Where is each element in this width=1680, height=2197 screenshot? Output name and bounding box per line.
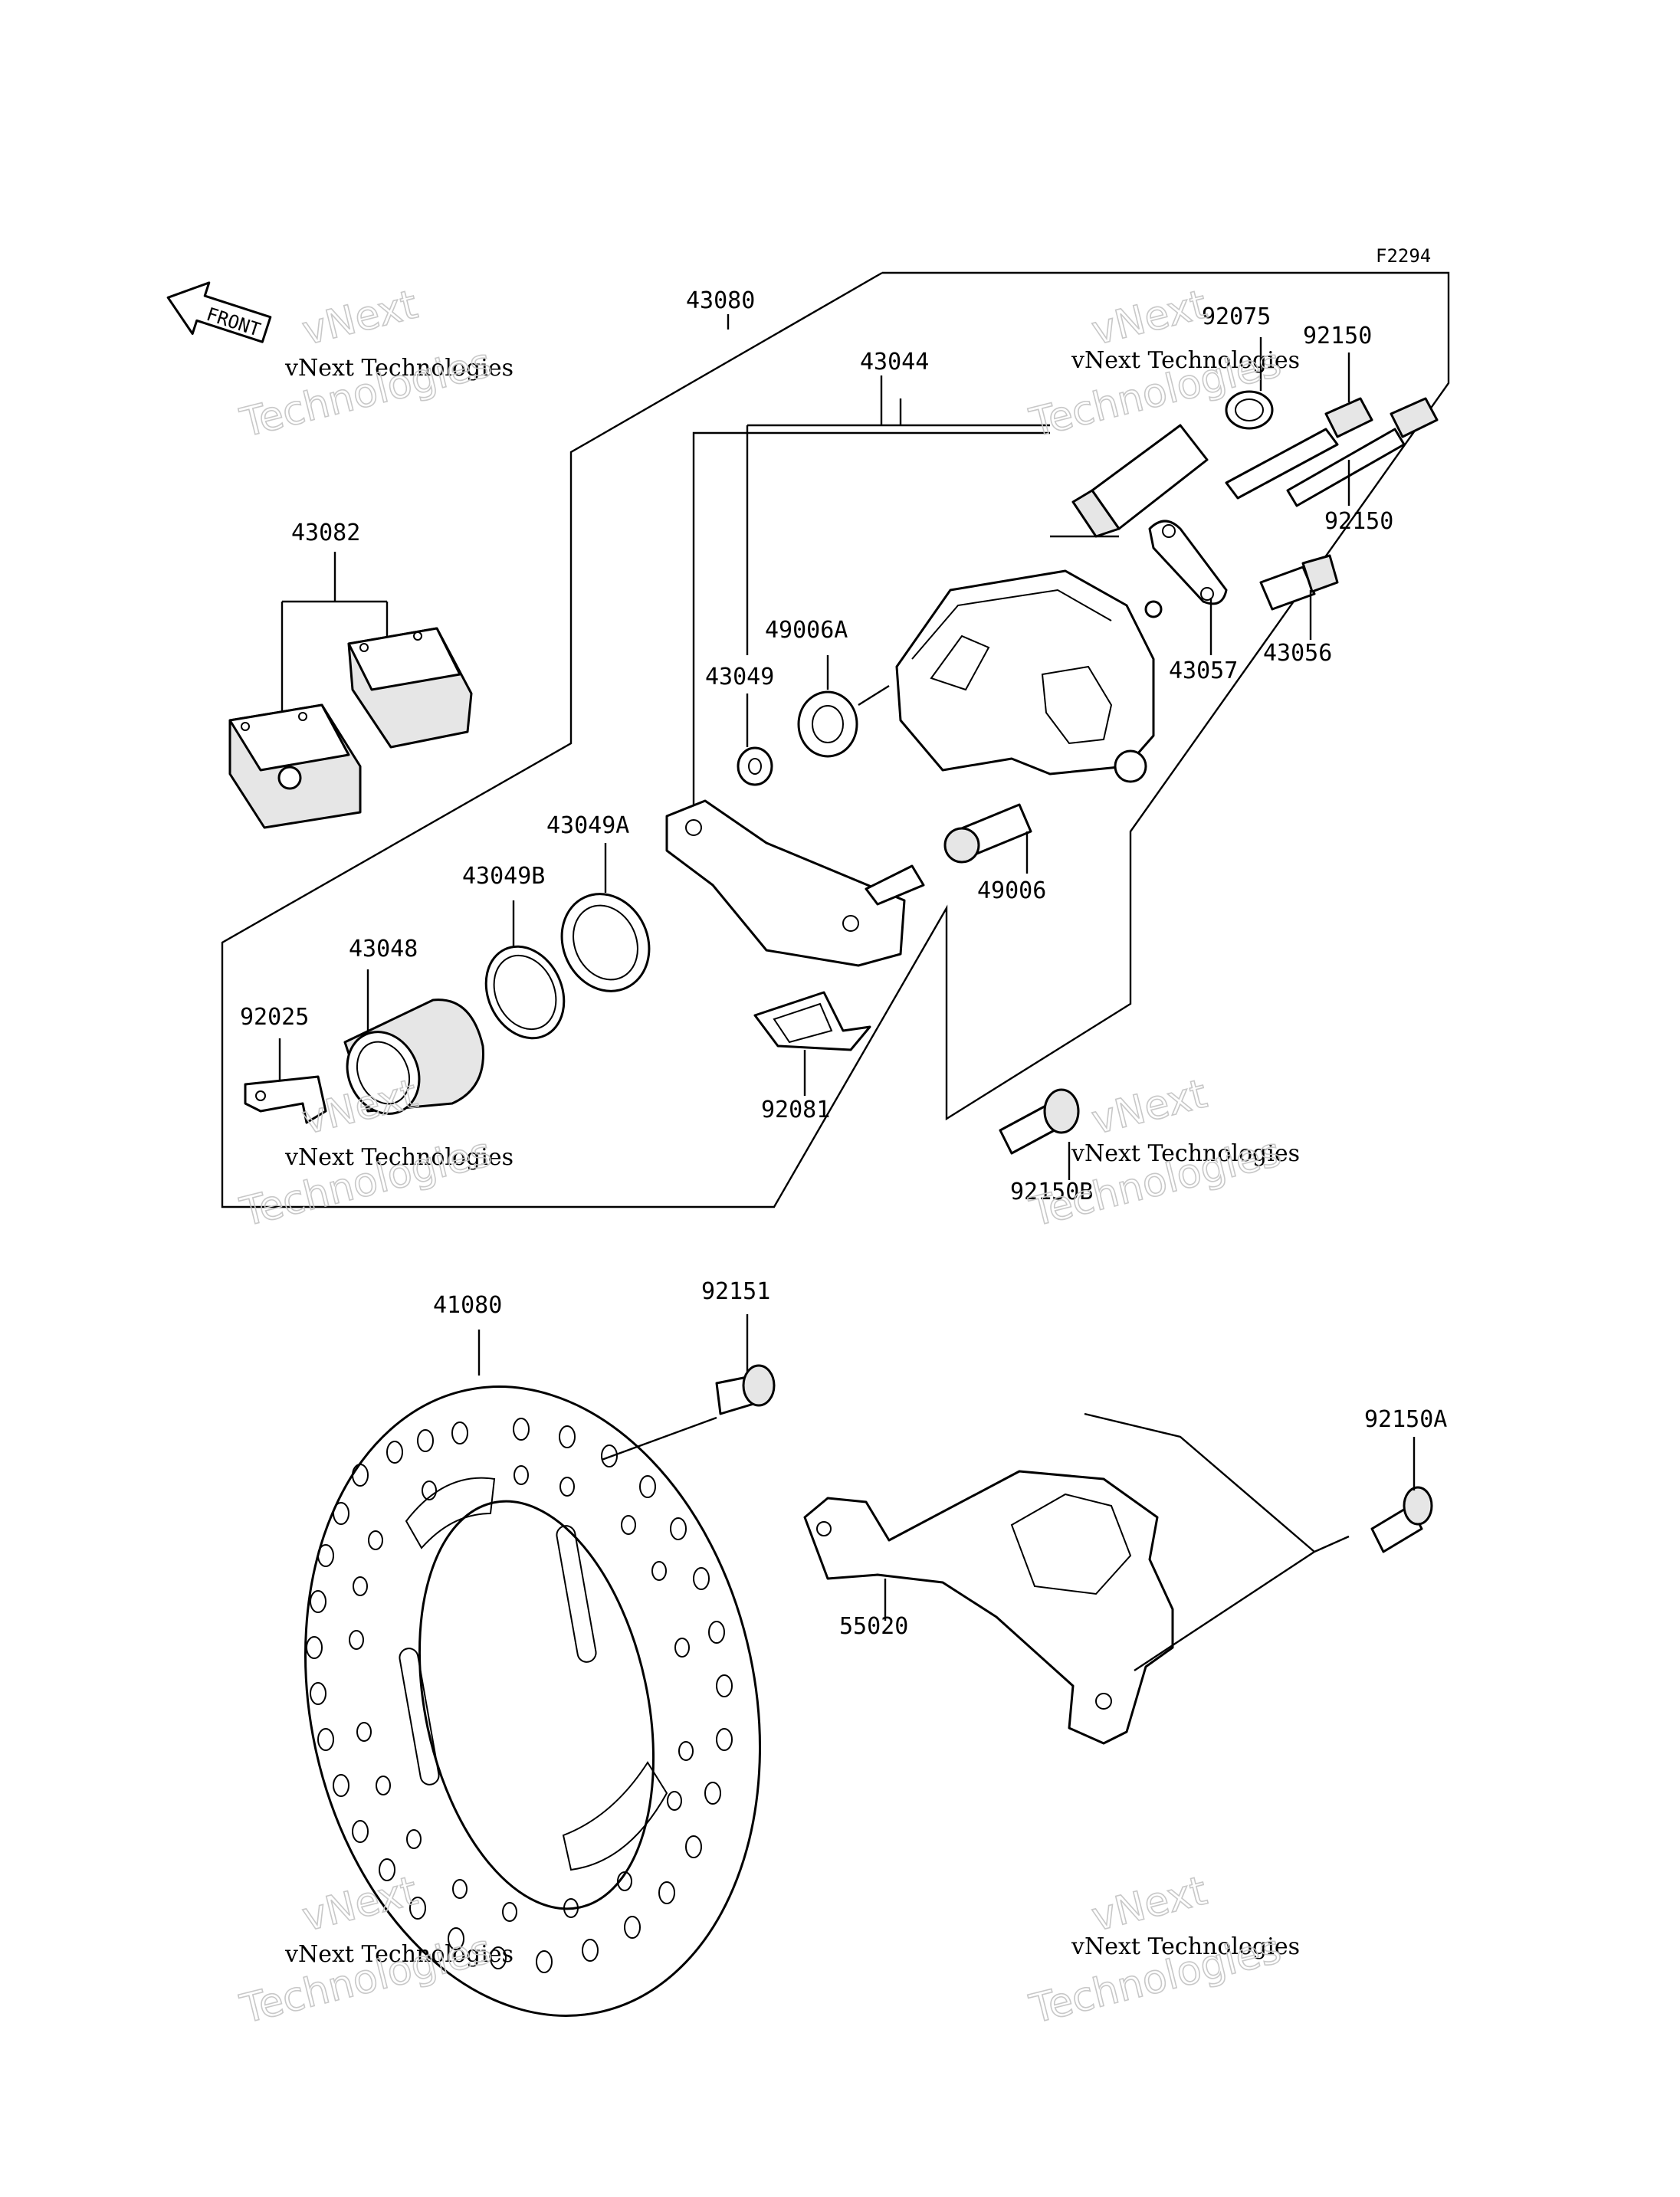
svg-text:vNext: vNext bbox=[1088, 1071, 1212, 1144]
piston-43048-drawing bbox=[343, 998, 484, 1115]
label-43082: 43082 bbox=[291, 520, 360, 546]
seal-49006A-drawing bbox=[797, 690, 858, 758]
label-43049B: 43049B bbox=[462, 863, 545, 890]
svg-text:vNext Technologies: vNext Technologies bbox=[1071, 1933, 1300, 1960]
bolt-49006-drawing bbox=[943, 803, 1032, 864]
watermark-top-left: vNext vNext Technologies Technologies bbox=[235, 281, 514, 448]
slide-pin-drawing bbox=[1071, 424, 1209, 538]
label-41080: 41080 bbox=[433, 1292, 502, 1319]
label-92151: 92151 bbox=[701, 1278, 770, 1305]
pins-92150-drawing bbox=[1225, 397, 1439, 507]
label-43049: 43049 bbox=[705, 664, 774, 690]
washer-43049-drawing bbox=[737, 746, 773, 786]
label-92150A: 92150A bbox=[1364, 1406, 1447, 1433]
pad-plate-92081-drawing bbox=[753, 991, 871, 1051]
label-92150-bottom: 92150 bbox=[1324, 508, 1393, 535]
label-43080: 43080 bbox=[686, 287, 755, 314]
boot-92075-drawing bbox=[1225, 390, 1274, 430]
label-43049A: 43049A bbox=[546, 812, 629, 839]
figure-code: F2294 bbox=[1376, 245, 1431, 267]
label-43057: 43057 bbox=[1169, 657, 1238, 684]
bleeder-43056-drawing bbox=[1259, 554, 1339, 611]
label-92075: 92075 bbox=[1202, 303, 1271, 330]
group-43044-outline bbox=[692, 431, 1050, 812]
svg-text:vNext Technologies: vNext Technologies bbox=[1071, 347, 1300, 374]
leader-55020-bottom bbox=[1134, 1550, 1315, 1672]
caliper-body-drawing bbox=[895, 569, 1163, 783]
ring-43049A-drawing bbox=[560, 893, 651, 992]
label-49006A: 49006A bbox=[765, 617, 848, 644]
leader-49006A-to-body bbox=[858, 684, 890, 707]
brake-pads-drawing bbox=[228, 627, 473, 829]
pad-spring-drawing bbox=[665, 799, 925, 967]
svg-text:vNext: vNext bbox=[298, 282, 422, 355]
svg-text:vNext: vNext bbox=[1088, 282, 1212, 355]
label-43048: 43048 bbox=[349, 936, 418, 962]
watermark-bottom-right: vNext vNext Technologies Technologies bbox=[1025, 1867, 1300, 2034]
label-43056: 43056 bbox=[1263, 640, 1332, 667]
svg-text:vNext Technologies: vNext Technologies bbox=[284, 1941, 514, 1968]
bracket-43057-drawing bbox=[1148, 520, 1228, 605]
svg-text:vNext Technologies: vNext Technologies bbox=[284, 355, 514, 382]
bolt-92150B-drawing bbox=[999, 1088, 1080, 1155]
group-43080-outline bbox=[221, 271, 1450, 1208]
label-55020: 55020 bbox=[839, 1613, 908, 1640]
disc-holes bbox=[306, 1418, 733, 1973]
label-92150-top: 92150 bbox=[1303, 323, 1372, 349]
label-92081: 92081 bbox=[761, 1097, 830, 1123]
label-49006: 49006 bbox=[977, 877, 1046, 904]
svg-text:vNext Technologies: vNext Technologies bbox=[284, 1144, 514, 1171]
leader-disc-bolt bbox=[601, 1416, 717, 1461]
svg-text:vNext: vNext bbox=[1088, 1868, 1212, 1941]
front-arrow-icon: FRONT bbox=[166, 281, 272, 343]
brake-disc-drawing bbox=[304, 1385, 761, 2017]
clip-92025-drawing bbox=[244, 1075, 327, 1124]
leader-92150A bbox=[1314, 1535, 1350, 1553]
ring-43049B-drawing bbox=[484, 945, 566, 1040]
label-43044: 43044 bbox=[860, 349, 929, 375]
label-92150B: 92150B bbox=[1010, 1179, 1093, 1205]
svg-text:vNext Technologies: vNext Technologies bbox=[1071, 1140, 1300, 1167]
bolt-92151-drawing bbox=[715, 1364, 776, 1415]
bolt-92150A-drawing bbox=[1370, 1486, 1433, 1553]
label-92025: 92025 bbox=[240, 1004, 309, 1031]
leader-55020-top bbox=[1084, 1412, 1315, 1553]
caliper-bracket-drawing bbox=[803, 1470, 1174, 1745]
